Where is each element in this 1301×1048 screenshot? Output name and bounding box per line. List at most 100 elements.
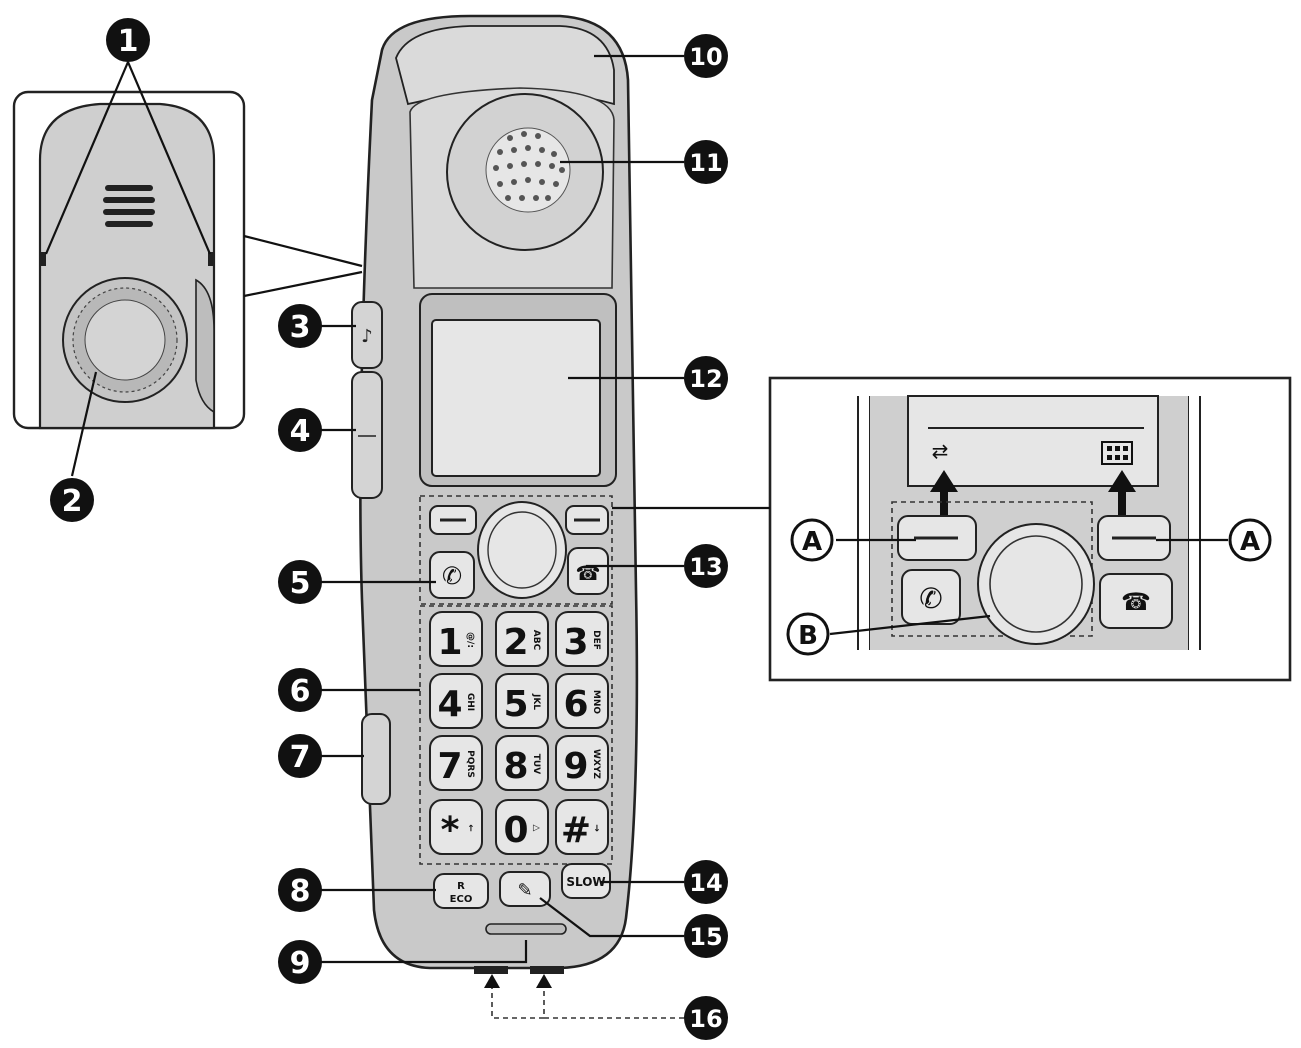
key-digit: 7 <box>437 746 462 787</box>
inset-talk-button[interactable] <box>901 569 961 625</box>
nav-key-letter: B <box>798 621 818 651</box>
arrow-up-left-icon <box>930 470 958 524</box>
callout-13: 13 <box>684 544 728 588</box>
callout-number: 1 <box>118 24 139 59</box>
callout-number: 4 <box>290 414 311 449</box>
callout-number: 3 <box>290 310 311 345</box>
key-letters: DEF <box>591 630 601 650</box>
callout-3: 3 <box>278 304 322 348</box>
charge-contact-bottom-left <box>474 966 508 974</box>
key-digit: 8 <box>503 746 528 787</box>
talk-speaker-icon: ✆ <box>442 562 462 590</box>
key-letters: → <box>591 824 601 832</box>
note-icon: ♪ <box>361 326 373 347</box>
key-digit: 6 <box>563 684 588 725</box>
off-power-icon: ☎ <box>576 561 601 585</box>
charge-contact-right <box>208 252 214 266</box>
charge-contact-left <box>40 252 46 266</box>
intercom-icon: ⇄ <box>932 439 949 463</box>
key-letters: ← <box>465 824 475 832</box>
back-inset <box>12 90 246 430</box>
callout-1: 1 <box>106 18 150 62</box>
volume-button[interactable] <box>351 371 383 499</box>
key-letters: GHI <box>465 693 475 711</box>
callout-14: 14 <box>684 860 728 904</box>
key-digit: 9 <box>563 746 588 787</box>
off-button[interactable] <box>567 547 609 595</box>
key-letters: JKL <box>531 693 541 710</box>
callout-number: 11 <box>689 149 722 177</box>
navigator-inset: ⇄ ✆ ☎ A A B <box>768 376 1292 682</box>
talk-speaker-button[interactable] <box>429 551 475 599</box>
callout-number: 6 <box>290 674 311 709</box>
navigator-key[interactable] <box>477 501 567 599</box>
key-digit: 4 <box>437 684 462 725</box>
key-digit: 5 <box>503 684 528 725</box>
key-digit: 0 <box>503 810 528 851</box>
callout-number: 16 <box>689 1005 722 1033</box>
key-letters: PQRS <box>465 750 475 778</box>
key-star[interactable]: *← <box>429 799 483 855</box>
key-digit: 3 <box>563 622 588 663</box>
callout-7: 7 <box>278 734 322 778</box>
callout-6: 6 <box>278 668 322 712</box>
callout-number: 13 <box>689 553 722 581</box>
inset-off-button[interactable] <box>1099 573 1173 629</box>
key-digit: * <box>441 810 460 851</box>
callout-8: 8 <box>278 868 322 912</box>
callout-16: 16 <box>684 996 728 1040</box>
inset-off-icon: ☎ <box>1121 588 1151 616</box>
callout-12: 12 <box>684 356 728 400</box>
key-letters: △ <box>531 825 541 832</box>
nav-keys-group <box>419 495 613 605</box>
callout-number: 7 <box>290 740 311 775</box>
key-letters: ABC <box>531 630 541 651</box>
callout-number: 5 <box>290 566 311 601</box>
r-eco-bottom-label: ECO <box>450 894 473 905</box>
slow-label: SLOW <box>566 875 605 889</box>
key-0[interactable]: 0△ <box>495 799 549 855</box>
side-key[interactable] <box>361 713 391 805</box>
menu-grid-icon <box>1101 441 1133 465</box>
callout-number: 8 <box>290 874 311 909</box>
charge-contact-bottom-right <box>530 966 564 974</box>
callout-10: 10 <box>684 34 728 78</box>
callout-number: 10 <box>689 43 722 71</box>
key-letters: MNO <box>591 690 601 714</box>
leader-lines <box>44 54 684 1019</box>
microphone <box>485 923 567 935</box>
callout-15: 15 <box>684 914 728 958</box>
magnifier-line-bottom <box>243 270 363 298</box>
receiver-grille <box>446 93 604 251</box>
key-digit: 1 <box>437 622 462 663</box>
nav-key-callout <box>786 612 830 656</box>
callout-number: 9 <box>290 946 311 981</box>
rear-speaker-grille <box>62 277 188 403</box>
callout-4: 4 <box>278 408 322 452</box>
inset-talk-icon: ✆ <box>919 582 942 615</box>
ringer-button[interactable] <box>351 301 383 369</box>
recall-button[interactable] <box>499 871 551 907</box>
key-1[interactable]: 1@/: <box>429 611 483 667</box>
key-hash[interactable]: #→ <box>555 799 609 855</box>
recall-icon: ✎ <box>517 880 532 901</box>
key-letters: TUV <box>531 754 541 774</box>
callout-number: 12 <box>689 365 722 393</box>
inset-navigator-key[interactable] <box>977 523 1095 645</box>
callout-11: 11 <box>684 140 728 184</box>
key-digit: # <box>561 810 591 851</box>
soft-key-letter-left: A <box>802 527 822 557</box>
callout-2: 2 <box>50 478 94 522</box>
